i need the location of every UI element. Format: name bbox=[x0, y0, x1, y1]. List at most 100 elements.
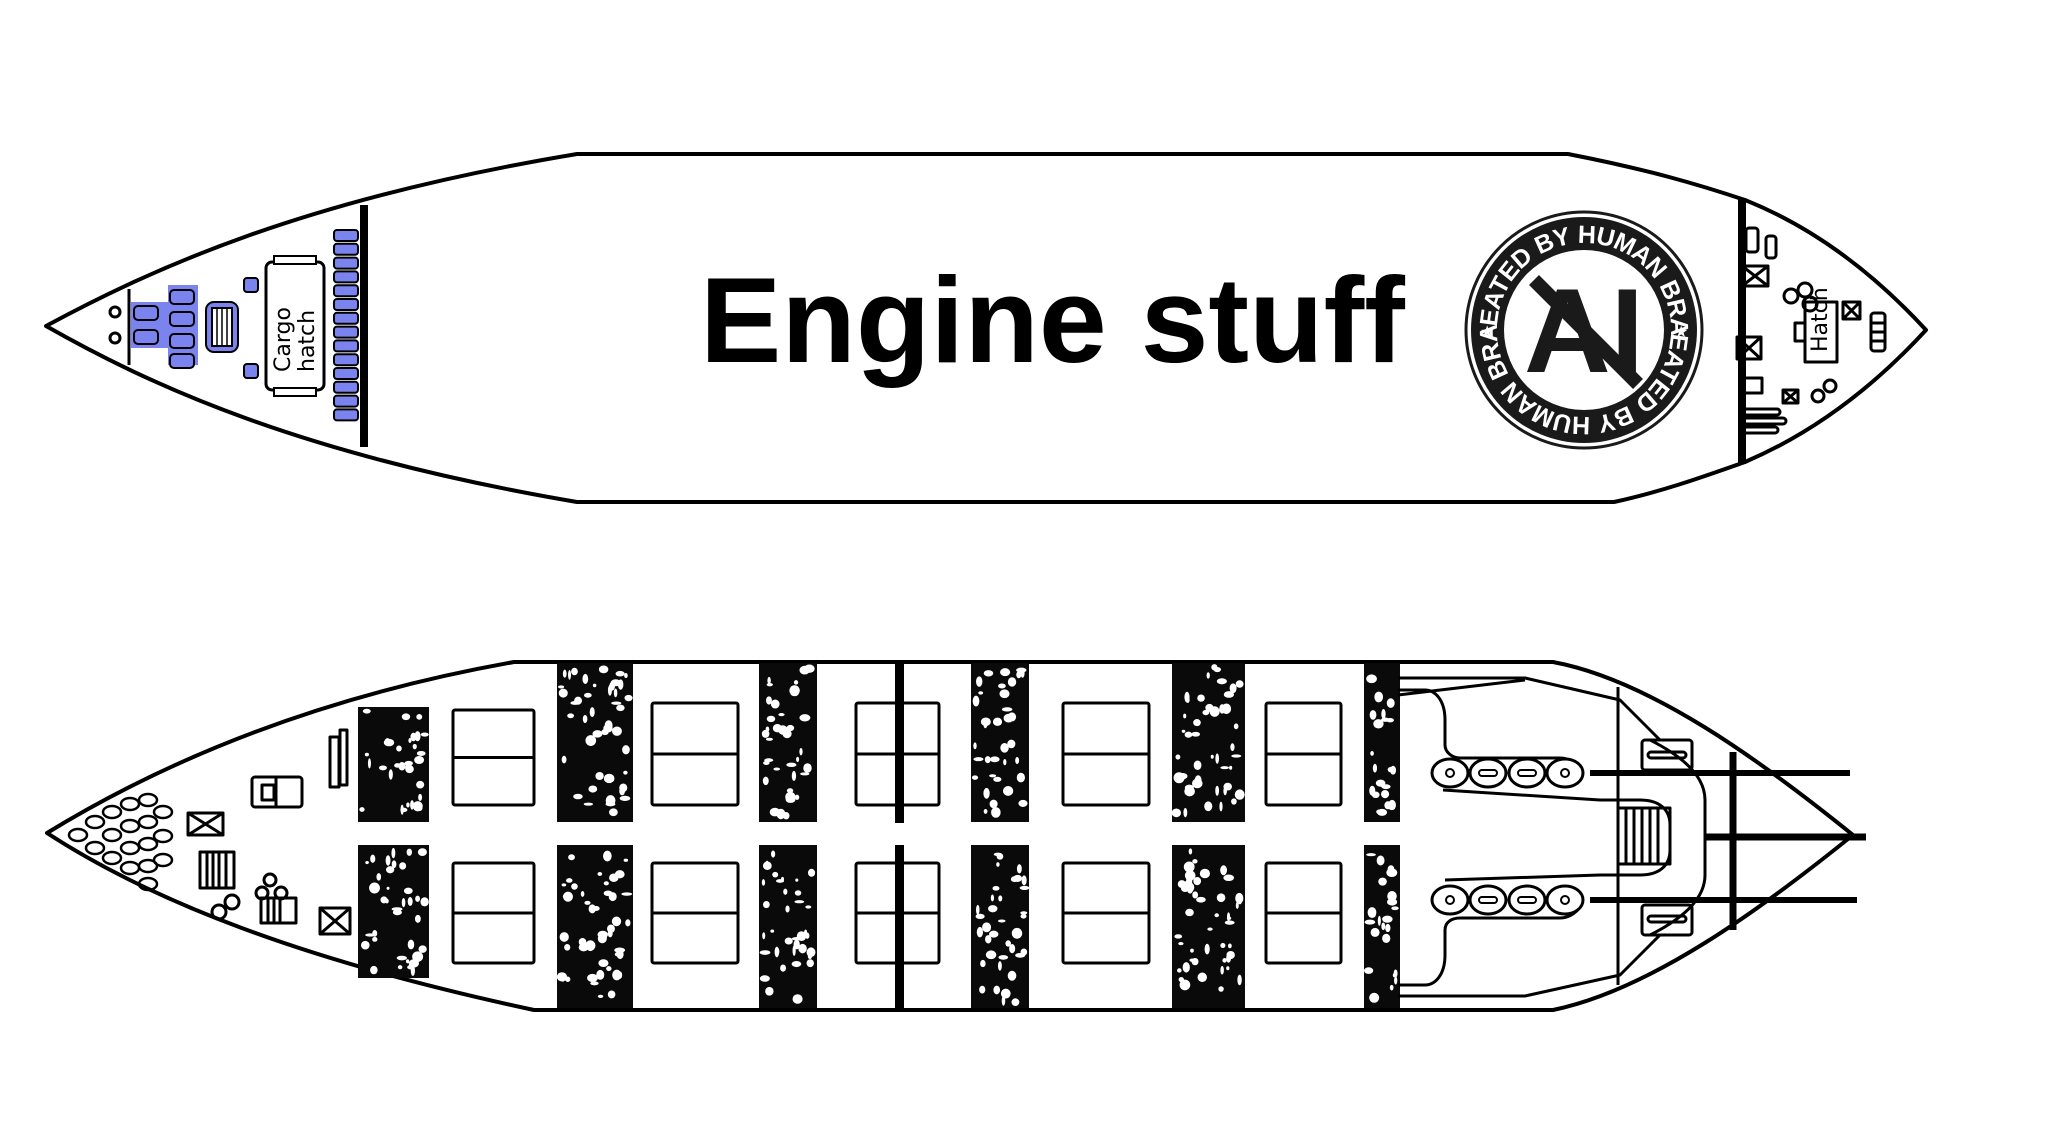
texture-speck bbox=[607, 990, 616, 999]
texture-speck bbox=[573, 793, 583, 800]
texture-speck bbox=[1184, 870, 1196, 881]
texture-speck bbox=[1002, 786, 1014, 796]
stern-hatch-label: Hatch bbox=[1808, 287, 1833, 352]
seat-icon bbox=[333, 394, 359, 408]
texture-speck bbox=[384, 738, 391, 745]
texture-speck bbox=[399, 862, 407, 870]
texture-speck bbox=[778, 725, 788, 735]
texture-speck bbox=[364, 752, 370, 757]
texture-speck bbox=[978, 691, 984, 695]
bollard-icon bbox=[243, 363, 259, 379]
texture-speck bbox=[1206, 672, 1210, 679]
texture-speck bbox=[1376, 855, 1385, 866]
texture-speck bbox=[617, 971, 623, 979]
texture-speck bbox=[770, 929, 775, 933]
star-icon: ★ bbox=[1480, 324, 1494, 341]
texture-speck bbox=[566, 878, 573, 883]
texture-speck bbox=[1233, 723, 1239, 730]
texture-speck bbox=[1016, 671, 1022, 679]
textured-bulkhead bbox=[759, 845, 817, 1008]
texture-speck bbox=[998, 955, 1009, 960]
stern-hatch bbox=[1803, 300, 1839, 364]
texture-speck bbox=[1216, 893, 1226, 903]
texture-speck bbox=[610, 679, 621, 687]
texture-speck bbox=[392, 909, 402, 916]
texture-speck bbox=[1230, 743, 1235, 752]
texture-speck bbox=[407, 939, 415, 950]
texture-speck bbox=[1011, 998, 1020, 1007]
texture-speck bbox=[1015, 756, 1020, 765]
texture-speck bbox=[983, 670, 994, 677]
created-by-human-brain-badge: CREATED BY HUMAN BRAIN CREATED BY HUMAN … bbox=[1464, 210, 1704, 450]
seat-icon bbox=[333, 380, 359, 394]
texture-speck bbox=[1192, 891, 1199, 899]
cargo-hold-bulkheads bbox=[358, 663, 1400, 1008]
cylinder-core bbox=[1517, 896, 1537, 904]
texture-speck bbox=[416, 780, 425, 789]
texture-speck bbox=[796, 931, 807, 942]
texture-speck bbox=[766, 696, 772, 705]
texture-speck bbox=[769, 807, 781, 817]
texture-speck bbox=[416, 750, 426, 756]
seat-icon bbox=[333, 242, 359, 256]
texture-speck bbox=[386, 886, 390, 890]
texture-speck bbox=[398, 761, 406, 771]
texture-speck bbox=[401, 898, 406, 908]
chain-link-icon bbox=[137, 836, 159, 852]
seat-icon bbox=[333, 367, 359, 380]
texture-speck bbox=[400, 804, 404, 815]
texture-speck bbox=[1192, 778, 1203, 789]
texture-speck bbox=[996, 862, 1000, 867]
engine-cylinder-icon bbox=[1468, 884, 1508, 916]
texture-speck bbox=[976, 926, 984, 938]
texture-speck bbox=[568, 854, 575, 861]
texture-speck bbox=[609, 873, 619, 882]
texture-speck bbox=[1369, 913, 1376, 918]
texture-speck bbox=[1016, 864, 1022, 874]
cylinder-core bbox=[1560, 768, 1570, 778]
texture-speck bbox=[396, 955, 408, 961]
texture-speck bbox=[761, 729, 770, 738]
texture-speck bbox=[414, 731, 421, 742]
seat-icon bbox=[333, 284, 359, 298]
texture-speck bbox=[807, 868, 816, 877]
texture-speck bbox=[1179, 979, 1191, 991]
texture-speck bbox=[609, 808, 618, 817]
texture-speck bbox=[1389, 984, 1394, 991]
texture-speck bbox=[1369, 992, 1380, 1003]
texture-speck bbox=[623, 770, 628, 775]
texture-speck bbox=[786, 762, 797, 768]
top-ship: Cargo hatch Engine stuff CREATED BY HUMA… bbox=[44, 152, 1928, 504]
texture-speck bbox=[1220, 865, 1228, 876]
chain-link-icon bbox=[137, 876, 159, 892]
chain-link-icon bbox=[137, 792, 159, 808]
texture-speck bbox=[359, 807, 365, 812]
texture-speck bbox=[372, 936, 378, 942]
texture-speck bbox=[985, 950, 997, 960]
texture-speck bbox=[408, 959, 419, 968]
chain-link-icon bbox=[67, 827, 89, 843]
texture-speck bbox=[999, 689, 1010, 699]
porthole-icon bbox=[108, 305, 122, 319]
texture-speck bbox=[1221, 703, 1232, 715]
texture-speck bbox=[1237, 974, 1242, 986]
texture-speck bbox=[391, 860, 397, 869]
texture-speck bbox=[564, 943, 571, 951]
texture-speck bbox=[791, 770, 797, 782]
texture-speck bbox=[804, 664, 815, 673]
seat-row-blue bbox=[333, 229, 359, 422]
texture-speck bbox=[585, 735, 597, 746]
textured-bulkhead bbox=[971, 663, 1029, 822]
texture-speck bbox=[1000, 743, 1009, 753]
texture-speck bbox=[1216, 678, 1227, 685]
texture-speck bbox=[761, 879, 766, 886]
texture-speck bbox=[1211, 664, 1218, 671]
texture-speck bbox=[780, 964, 787, 972]
bow-deck-fittings bbox=[186, 728, 352, 936]
texture-speck bbox=[556, 972, 568, 982]
winch-drum-icon bbox=[205, 301, 239, 353]
texture-speck bbox=[405, 959, 410, 964]
star-icon: ★ bbox=[1674, 324, 1688, 341]
chain-link-icon bbox=[101, 804, 123, 820]
chain-link-icon bbox=[101, 827, 123, 843]
